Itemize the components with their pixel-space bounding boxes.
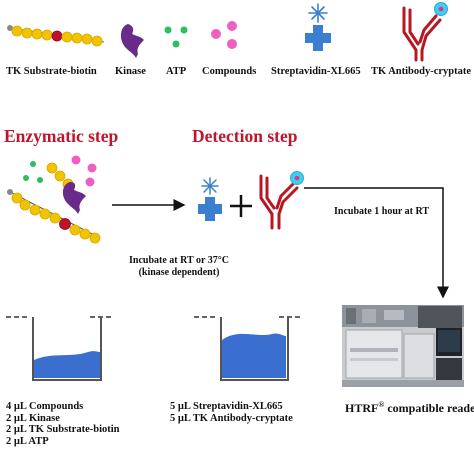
reader-label-prefix: HTRF xyxy=(345,401,379,415)
plus-icon xyxy=(230,195,252,217)
atp-icon xyxy=(164,26,188,48)
detection-to-reader-arrow xyxy=(304,187,449,299)
well-2-item: 5 µL Streptavidin-XL665 xyxy=(170,401,283,412)
streptavidin-xl665-icon xyxy=(305,3,331,51)
legend-atp-label: ATP xyxy=(166,66,187,77)
reader-label-suffix: compatible reader xyxy=(384,401,474,415)
substrate-biotin-icon xyxy=(7,25,105,47)
well-1-item: 2 µL Kinase xyxy=(6,412,60,424)
well-1-item: 4 µL Compounds xyxy=(6,401,84,412)
incubate-note-line2: (kinase dependent) xyxy=(138,267,220,278)
well-2-item: 5 µL TK Antibody-cryptate xyxy=(170,412,293,424)
reader-label: HTRF® compatible reader xyxy=(345,400,474,416)
well-1 xyxy=(6,316,112,381)
incubate-note-line1: Incubate at RT or 37°C xyxy=(129,255,229,266)
legend-kinase-label: Kinase xyxy=(115,66,146,77)
antibody-cryptate-icon xyxy=(402,2,448,62)
legend-compounds-label: Compounds xyxy=(202,66,257,77)
well-2 xyxy=(194,316,300,381)
detection-streptavidin-icon xyxy=(198,177,222,221)
reader-label-sup: ® xyxy=(378,400,385,409)
incubate-note: Incubate at RT or 37°C (kinase dependent… xyxy=(104,255,254,279)
enzymatic-step-title: Enzymatic step xyxy=(4,126,119,146)
legend-streptavidin-label: Streptavidin-XL665 xyxy=(271,66,361,77)
kinase-icon xyxy=(120,24,144,58)
incubate-hour-note: Incubate 1 hour at RT xyxy=(334,206,430,217)
legend-antibody-label: TK Antibody-cryptate xyxy=(371,66,472,77)
htrf-reader-photo xyxy=(342,305,464,387)
well-1-item: 2 µL ATP xyxy=(6,435,49,447)
detection-antibody-icon xyxy=(259,171,304,230)
detection-step-title: Detection step xyxy=(192,126,298,146)
well-1-item: 2 µL TK Substrate-biotin xyxy=(6,424,120,435)
enzymatic-mix-illustration xyxy=(7,155,101,244)
legend-substrate-label: TK Substrate-biotin xyxy=(6,66,97,77)
compounds-icon xyxy=(211,21,237,49)
